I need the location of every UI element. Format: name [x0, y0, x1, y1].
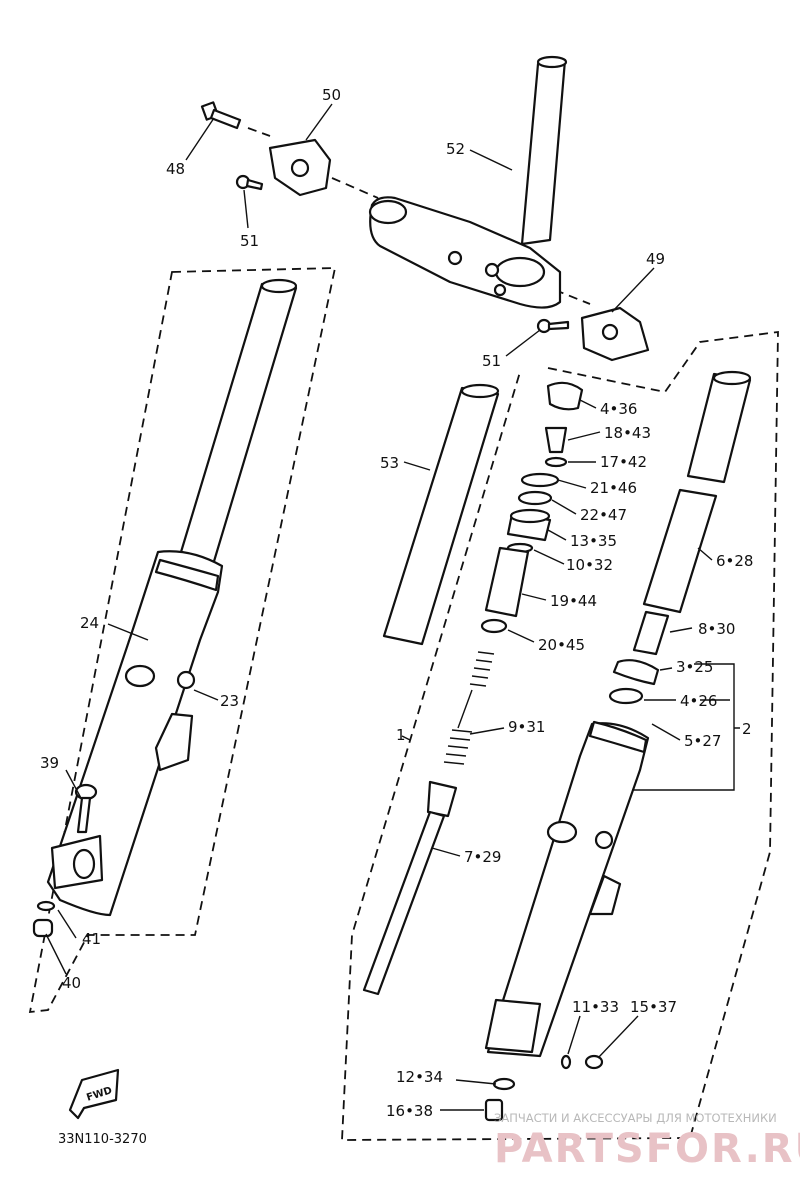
label-53: 53	[380, 454, 399, 472]
damper-rod-7-29	[362, 780, 458, 996]
bolt-51-lower	[536, 318, 570, 334]
label-2: 2	[742, 720, 752, 738]
label-24: 24	[80, 614, 99, 632]
label-51-upper: 51	[240, 232, 259, 250]
washer-41	[36, 900, 56, 912]
label-15-37: 15•37	[630, 998, 677, 1016]
bolt-15-37	[584, 1054, 604, 1070]
steering-stem	[520, 55, 568, 246]
right-inner-tube-6-28	[642, 488, 718, 614]
seal-13-35	[506, 508, 552, 542]
label-19-44: 19•44	[550, 592, 597, 610]
label-12-34: 12•34	[396, 1068, 443, 1086]
label-8-30: 8•30	[698, 620, 735, 638]
label-7-29: 7•29	[464, 848, 501, 866]
seal-3-25	[612, 659, 660, 686]
label-4-26: 4•26	[680, 692, 717, 710]
label-40: 40	[62, 974, 81, 992]
bolt-51-upper	[235, 174, 264, 191]
label-13-35: 13•35	[570, 532, 617, 550]
diagram-code: 33N110-3270	[58, 1132, 147, 1147]
label-23: 23	[220, 692, 239, 710]
valve-18-43	[544, 426, 568, 454]
watermark-logo: PARTSFOR.RU	[494, 1126, 800, 1172]
label-41: 41	[82, 930, 101, 948]
label-6-28: 6•28	[716, 552, 753, 570]
watermark: ЗАПЧАСТИ И АКСЕССУАРЫ ДЛЯ МОТОТЕХНИКИ PA…	[494, 1111, 800, 1172]
label-4-36: 4•36	[600, 400, 637, 418]
label-3-25: 3•25	[676, 658, 713, 676]
bolt-39	[74, 783, 98, 834]
seal-4-26	[608, 687, 644, 705]
under-bracket	[368, 196, 562, 309]
label-18-43: 18•43	[604, 424, 651, 442]
label-49: 49	[646, 250, 665, 268]
left-outer-tube	[46, 550, 224, 917]
fork-tube-53	[382, 383, 500, 646]
part-labels: 50 48 51 52 49 51 53 4•36 18•43 17•42 21…	[40, 86, 753, 1120]
washer-12-34	[492, 1077, 516, 1091]
leader-lines	[45, 103, 740, 1111]
bushing-8-30	[632, 610, 670, 656]
label-21-46: 21•46	[590, 479, 637, 497]
cap-40	[32, 918, 54, 938]
washer-11-33	[560, 1054, 572, 1070]
label-16-38: 16•38	[386, 1102, 433, 1120]
spring-9-31	[443, 651, 495, 765]
label-11-33: 11•33	[572, 998, 619, 1016]
left-inner-tube	[176, 278, 298, 570]
handle-holder-50	[268, 138, 332, 197]
watermark-tagline: ЗАПЧАСТИ И АКСЕССУАРЫ ДЛЯ МОТОТЕХНИКИ	[494, 1111, 777, 1125]
bolt-48	[200, 101, 242, 130]
outer-tube-right	[484, 720, 650, 1058]
label-17-42: 17•42	[600, 453, 647, 471]
handle-holder-49	[580, 306, 650, 362]
fwd-arrow-icon: FWD	[68, 1068, 120, 1120]
label-52: 52	[446, 140, 465, 158]
label-5-27: 5•27	[684, 732, 721, 750]
washer-22-47	[517, 490, 553, 506]
label-20-45: 20•45	[538, 636, 585, 654]
label-48: 48	[166, 160, 185, 178]
spacer-19-44	[484, 546, 530, 618]
seat-20-45	[480, 618, 508, 634]
seal-21-46	[520, 472, 560, 488]
right-inner-tube-upper	[686, 370, 752, 484]
label-1: 1	[396, 726, 406, 744]
label-9-31: 9•31	[508, 718, 545, 736]
bolt-16-38	[484, 1098, 504, 1122]
label-22-47: 22•47	[580, 506, 627, 524]
label-39: 39	[40, 754, 59, 772]
cap-4-36	[546, 381, 584, 411]
oring-17-42	[544, 456, 568, 468]
label-50: 50	[322, 86, 341, 104]
label-10-32: 10•32	[566, 556, 613, 574]
label-51-lower: 51	[482, 352, 501, 370]
